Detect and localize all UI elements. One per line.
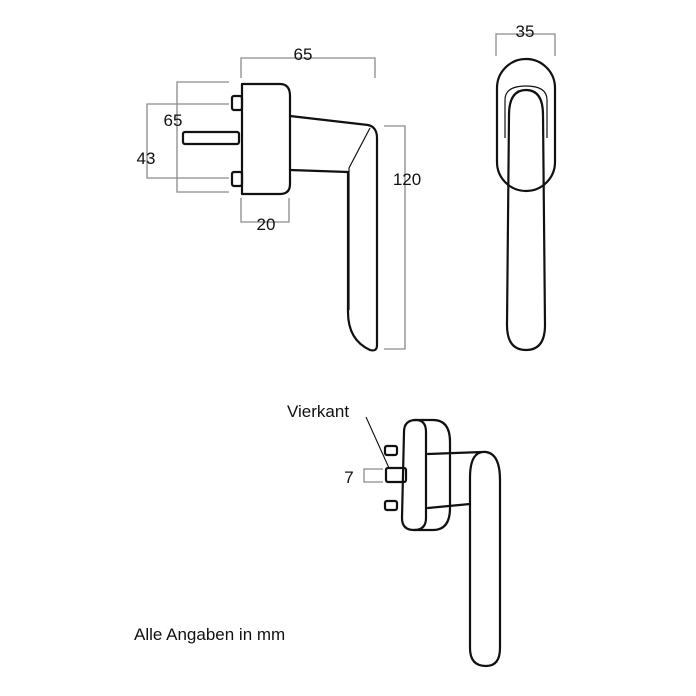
dim-line-front-width — [495, 33, 556, 56]
persp-handle — [468, 450, 502, 668]
dim-label-handle-length: 120 — [393, 170, 421, 189]
handle-front — [505, 88, 547, 352]
dim-line-rosette-depth — [240, 198, 290, 223]
persp-rosette-back — [400, 418, 428, 532]
dim-line-square-size — [363, 468, 383, 483]
dim-label-rosette-depth: 20 — [257, 215, 276, 234]
leader-square — [365, 416, 390, 469]
persp-spindle — [384, 466, 408, 484]
dim-line-spindle-offset — [146, 103, 229, 179]
dim-label-spindle-offset: 43 — [137, 149, 156, 168]
side-view: 65 65 43 20 120 — [137, 45, 421, 352]
dim-label-rosette-height: 65 — [164, 111, 183, 130]
screw-top — [230, 94, 244, 112]
perspective-view: Vierkant 7 — [287, 402, 502, 668]
dim-label-square-size: 7 — [344, 468, 353, 487]
handle-side — [288, 114, 379, 352]
screw-bottom — [230, 170, 244, 188]
dim-label-width-top: 65 — [294, 45, 313, 64]
persp-screw-bottom — [383, 499, 399, 512]
rosette-side — [240, 82, 292, 196]
persp-rosette-front — [412, 418, 452, 532]
dim-line-width-top — [240, 57, 376, 78]
handle-side-edge — [348, 127, 371, 310]
rosette-front-inner — [504, 85, 548, 138]
label-square: Vierkant — [287, 402, 349, 421]
persp-neck — [426, 450, 484, 510]
dim-line-handle-length — [384, 125, 406, 350]
dim-label-front-width: 35 — [516, 22, 535, 41]
front-view: 35 — [495, 22, 557, 352]
persp-screw-top — [383, 444, 399, 457]
rosette-front — [495, 57, 557, 193]
dim-line-rosette-height — [176, 81, 229, 193]
spindle-square — [181, 130, 241, 146]
footer-note: Alle Angaben in mm — [134, 625, 286, 644]
